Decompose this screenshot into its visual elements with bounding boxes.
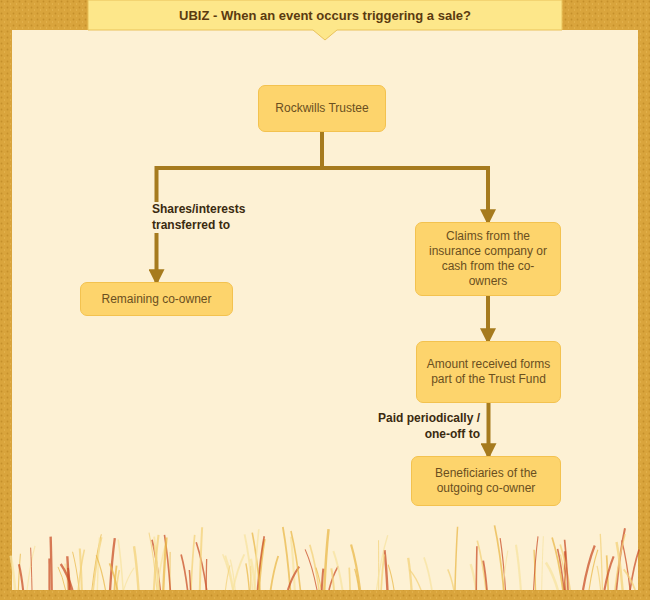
grass-blade bbox=[589, 550, 598, 590]
grass-blade bbox=[448, 569, 454, 590]
grass-blade bbox=[615, 534, 625, 590]
grass-blade bbox=[565, 540, 568, 590]
process-box: Beneficiaries of the outgoing co-owner bbox=[411, 456, 561, 506]
grass-blade bbox=[19, 564, 23, 590]
grass-blade bbox=[11, 556, 15, 590]
grass-blade bbox=[191, 535, 195, 590]
connector-arrow bbox=[322, 132, 488, 222]
connector-arrow bbox=[487, 403, 491, 456]
grass-blade bbox=[604, 556, 613, 590]
grass-blade bbox=[118, 540, 123, 590]
grass-blade bbox=[225, 565, 229, 590]
grass-blade bbox=[495, 525, 504, 590]
grass-blade bbox=[61, 564, 73, 590]
grass-blade bbox=[92, 534, 102, 590]
grass-blade bbox=[542, 536, 544, 590]
grass-blade bbox=[600, 534, 602, 590]
grass-blade bbox=[388, 565, 394, 590]
grass-blade bbox=[154, 535, 159, 590]
grass-blade bbox=[475, 546, 477, 590]
box-text: Claims from the insurance company or cas… bbox=[424, 229, 552, 289]
box-text: Rockwills Trustee bbox=[275, 101, 368, 116]
grass-blade bbox=[384, 550, 387, 590]
grass-blade bbox=[305, 549, 317, 590]
grass-blade bbox=[378, 540, 379, 590]
grass-blade bbox=[27, 546, 35, 590]
grass-blade bbox=[597, 566, 601, 590]
grass-blade bbox=[246, 563, 249, 590]
grass-blade bbox=[78, 550, 84, 590]
process-box: Rockwills Trustee bbox=[258, 85, 386, 132]
grass-blade bbox=[516, 545, 521, 590]
box-text: Amount received forms part of the Trust … bbox=[425, 357, 552, 387]
grass-blade bbox=[200, 527, 202, 590]
title: UBIZ - When an event occurs triggering a… bbox=[95, 8, 555, 23]
grass-blade bbox=[331, 568, 334, 590]
grass-blade bbox=[617, 542, 623, 590]
grass-blade bbox=[408, 558, 411, 590]
grass-blade bbox=[424, 557, 432, 590]
grass-blade bbox=[96, 555, 105, 590]
grass-blade bbox=[225, 556, 233, 590]
grass-blade bbox=[291, 531, 300, 590]
grass-blade bbox=[251, 559, 256, 590]
grass-blade bbox=[51, 537, 52, 590]
grass-blade bbox=[546, 562, 558, 590]
grass-blade bbox=[124, 568, 135, 590]
grass-blade bbox=[333, 551, 342, 590]
grass-blade bbox=[114, 566, 116, 590]
process-box: Amount received forms part of the Trust … bbox=[416, 341, 561, 403]
title-banner bbox=[88, 0, 562, 40]
grass-blade bbox=[181, 554, 187, 590]
grass-blade bbox=[324, 529, 328, 590]
grass-blade bbox=[93, 537, 101, 590]
grass-blade bbox=[351, 544, 360, 590]
grass-blade bbox=[483, 561, 487, 590]
grass-blade bbox=[329, 566, 338, 590]
grass-blade bbox=[376, 535, 387, 590]
grass-blade bbox=[534, 536, 538, 590]
grass-blade bbox=[67, 556, 69, 590]
grass-blade bbox=[271, 556, 279, 590]
process-box: Remaining co-owner bbox=[80, 282, 233, 316]
grass-blade bbox=[233, 554, 244, 590]
grass-blade bbox=[48, 558, 50, 590]
grass-blade bbox=[189, 570, 190, 590]
grass-blade bbox=[322, 569, 324, 590]
grass-blade bbox=[471, 564, 477, 590]
grass-blade bbox=[455, 527, 458, 590]
grass-blade bbox=[477, 541, 486, 590]
grass-blade bbox=[223, 554, 233, 590]
grass-blade bbox=[134, 546, 138, 590]
edge-label: Paid periodically / one-off to bbox=[370, 411, 482, 442]
grass-blade bbox=[348, 568, 351, 590]
grass bbox=[11, 525, 639, 590]
grass-blade bbox=[630, 549, 639, 590]
connector-arrow bbox=[486, 296, 490, 341]
grass-blade bbox=[31, 548, 32, 590]
grass-blade bbox=[163, 537, 166, 590]
grass-blade bbox=[109, 563, 117, 590]
box-text: Beneficiaries of the outgoing co-owner bbox=[420, 466, 552, 496]
process-box: Claims from the insurance company or cas… bbox=[415, 222, 561, 296]
panel bbox=[12, 30, 638, 590]
grass-blade bbox=[283, 527, 290, 590]
grass-blade bbox=[624, 569, 635, 590]
grass-blade bbox=[409, 570, 421, 590]
edge-label: Shares/interests transferred to bbox=[150, 202, 276, 233]
grass-blade bbox=[250, 566, 251, 590]
box-text: Remaining co-owner bbox=[101, 292, 211, 307]
